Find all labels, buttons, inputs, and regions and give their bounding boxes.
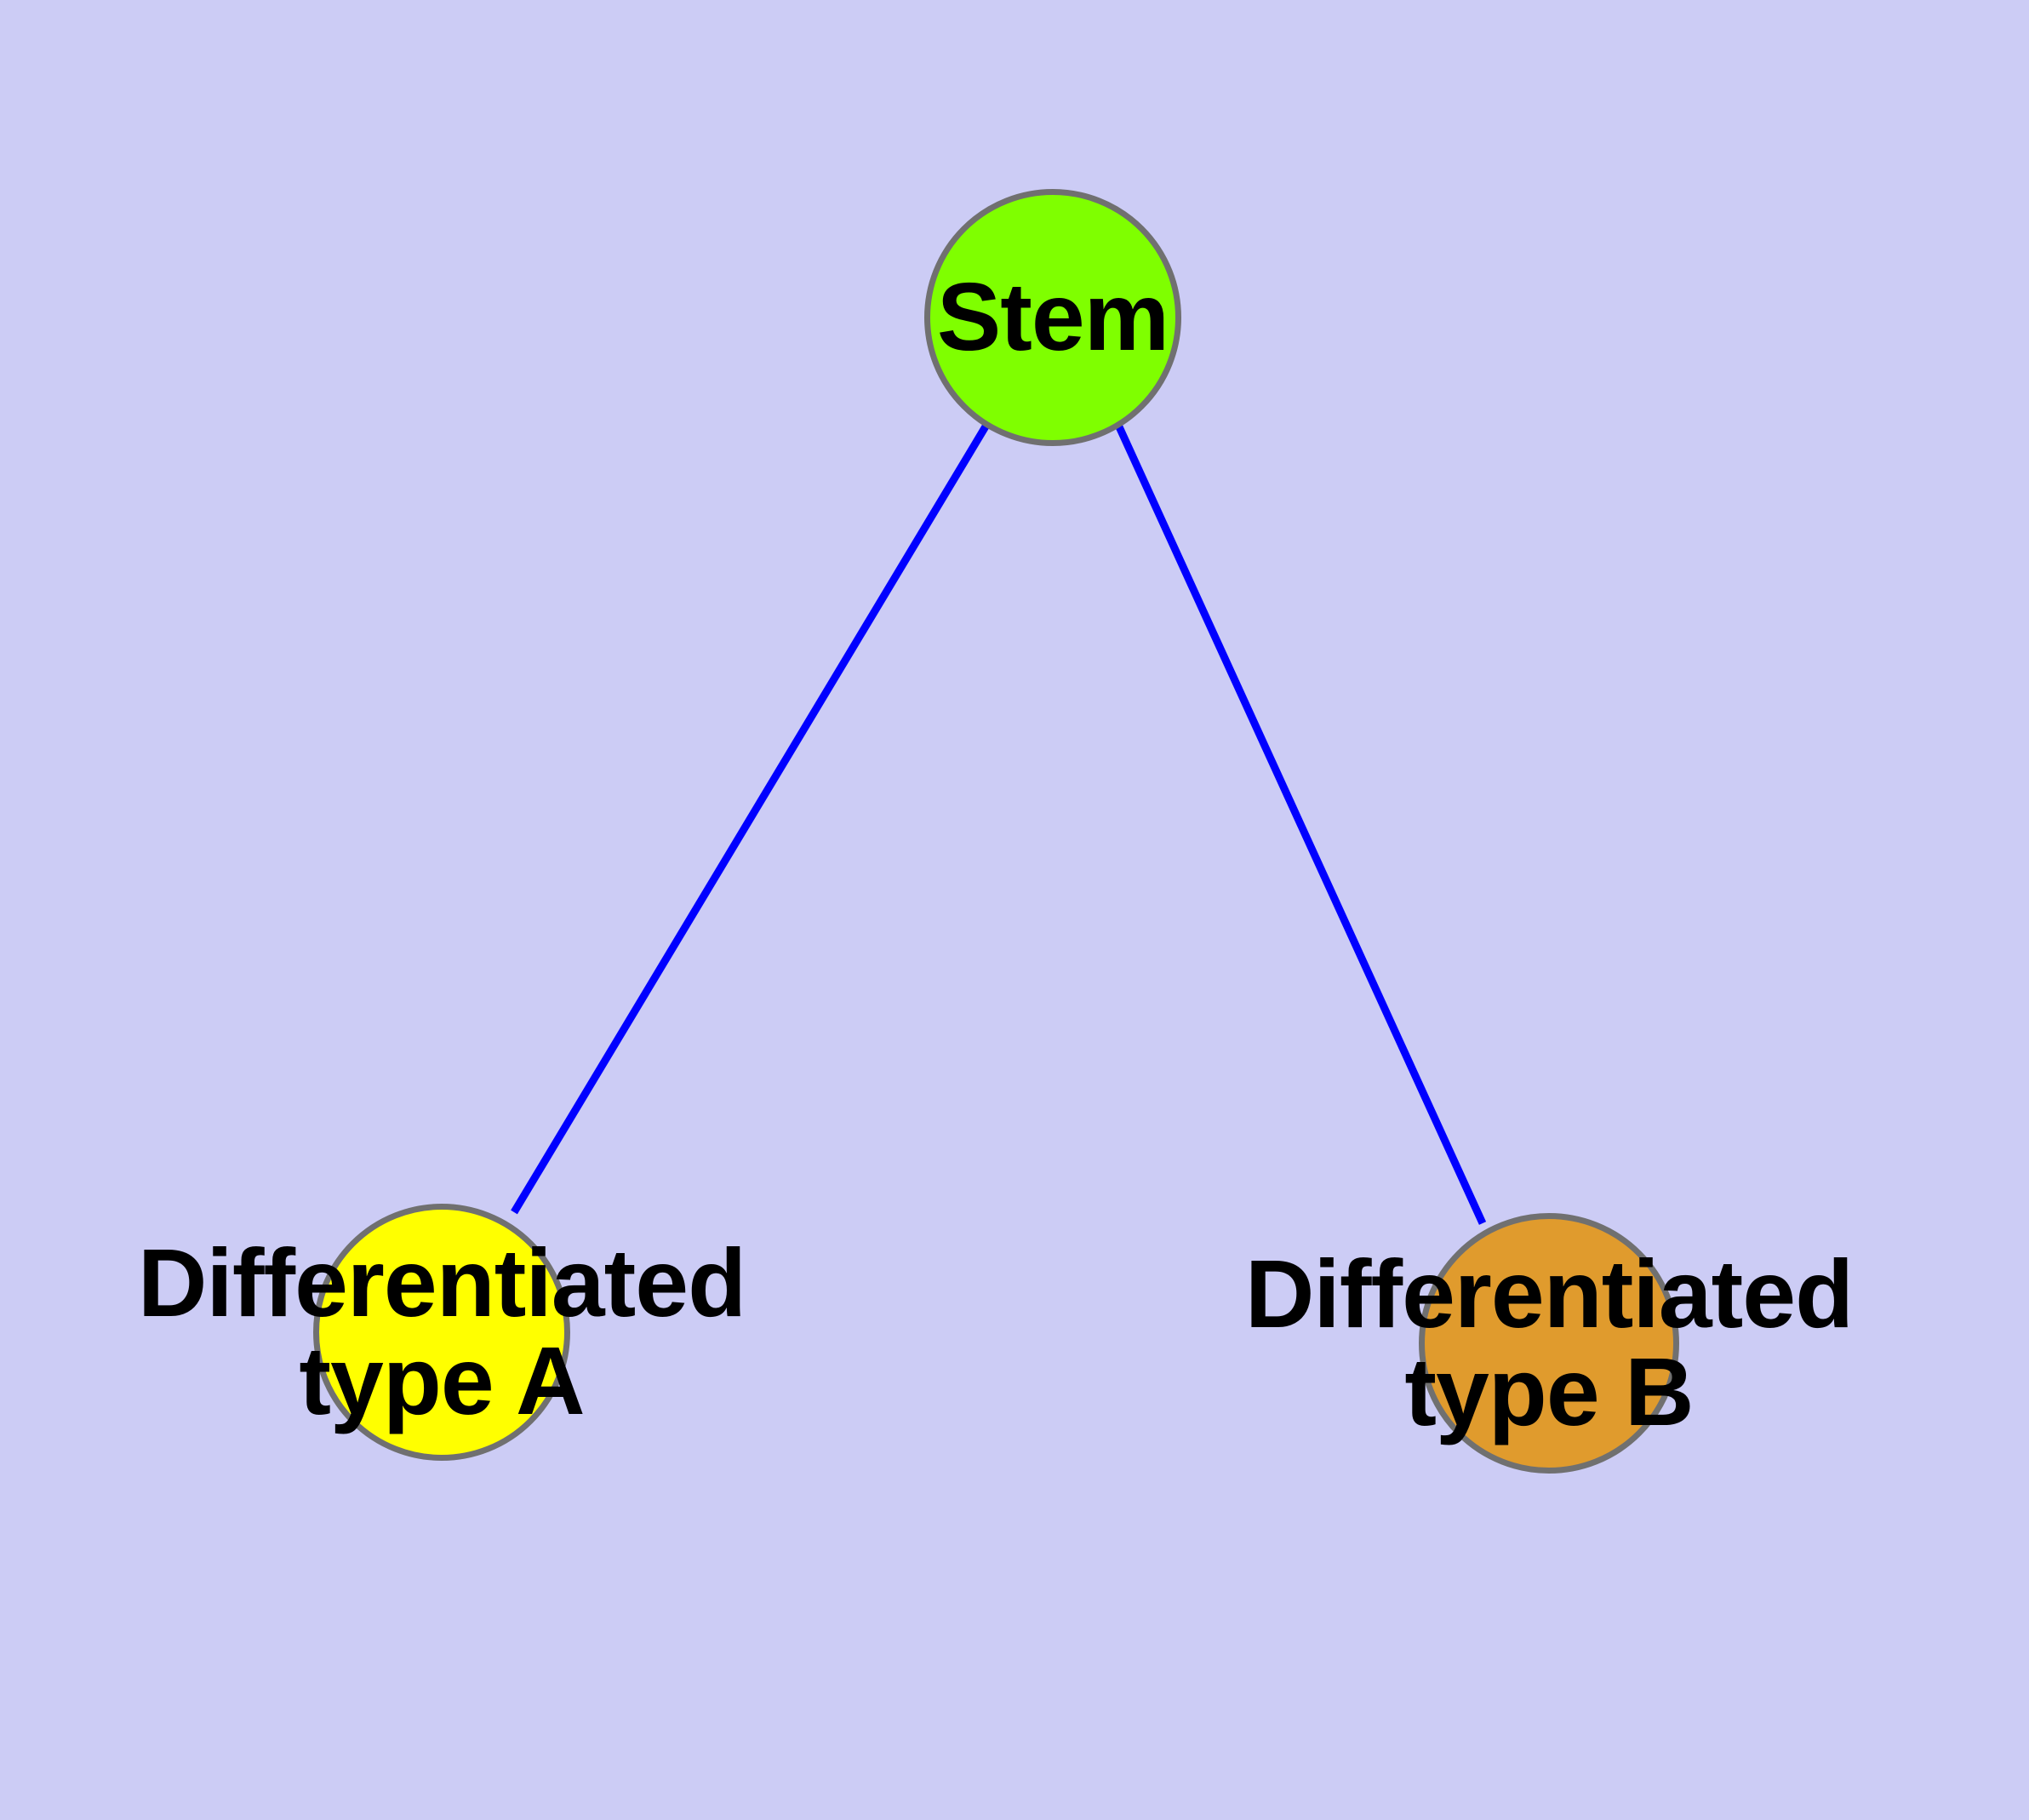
stem-node[interactable]: [924, 189, 1181, 446]
edge-layer: [511, 421, 1487, 1225]
differentiated-type-a-node[interactable]: [313, 1204, 570, 1461]
differentiated-type-b-node[interactable]: [1419, 1213, 1679, 1474]
node-layer: [313, 189, 1679, 1474]
edge-stem-to-differentiated-type-b[interactable]: [1113, 421, 1487, 1225]
edge-stem-to-differentiated-type-a[interactable]: [511, 424, 989, 1215]
